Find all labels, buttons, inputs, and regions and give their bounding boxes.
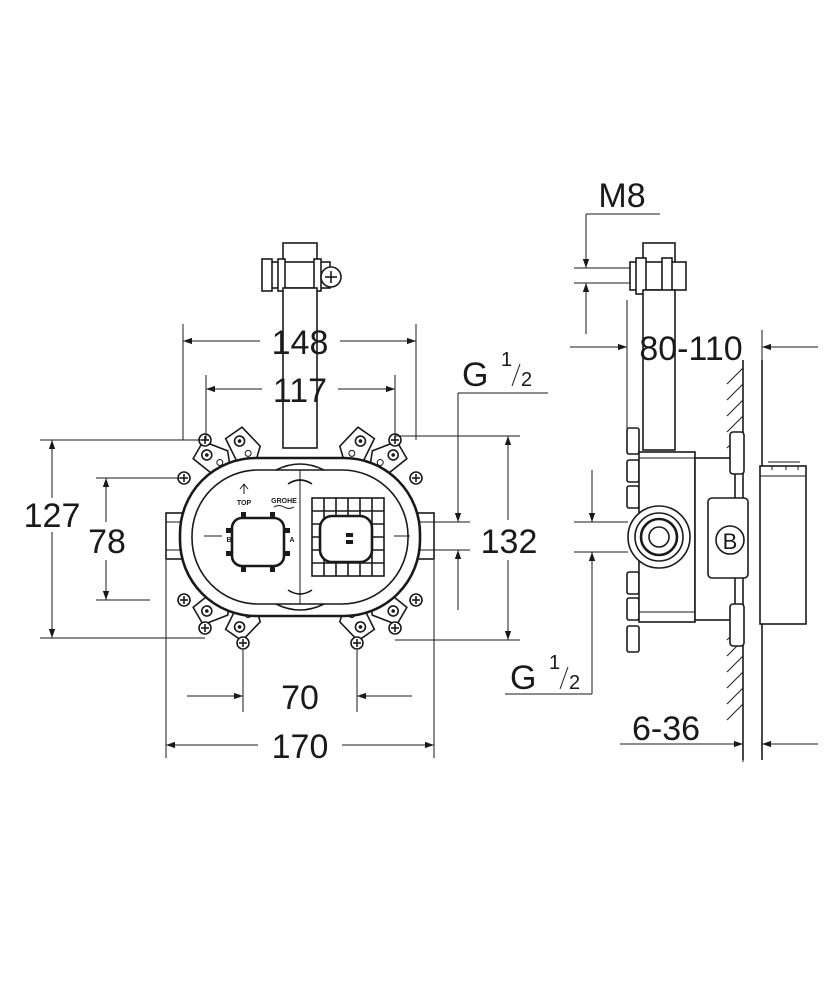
dim-170: 170 <box>272 728 329 766</box>
side-view: B <box>505 177 818 762</box>
side-dimensions <box>505 213 818 762</box>
dim-127: 127 <box>24 497 81 535</box>
dim-70: 70 <box>281 679 319 717</box>
dim-117: 117 <box>273 372 327 410</box>
dim-78: 78 <box>88 523 126 561</box>
port-b-side-label: B <box>723 529 738 554</box>
side-outlet <box>627 505 691 569</box>
front-dimension-labels: 148 117 127 78 132 70 170 G 1 2 <box>24 324 538 766</box>
protection-grid <box>311 497 385 577</box>
svg-text:2: 2 <box>569 672 580 694</box>
dim-m8: M8 <box>598 177 645 215</box>
thread-label-front: G 1 2 <box>462 349 532 394</box>
top-marker-label: TOP <box>237 500 252 507</box>
svg-text:G: G <box>462 356 488 394</box>
brand-label: GROHE <box>271 498 297 505</box>
thread-label-side: G 1 2 <box>510 652 580 697</box>
svg-text:2: 2 <box>521 369 532 391</box>
front-dimensions <box>40 324 548 758</box>
port-a-label: A <box>289 537 294 544</box>
valve-body: TOP GROHE B A <box>178 456 422 618</box>
side-dimension-labels: M8 80-110 6-36 G 1 2 <box>510 177 743 748</box>
svg-text:G: G <box>510 659 536 697</box>
front-view: TOP GROHE B A <box>24 242 548 766</box>
svg-text:1: 1 <box>549 652 560 674</box>
dim-148: 148 <box>272 324 329 362</box>
port-b-label: B <box>226 537 231 544</box>
dim-80-110: 80-110 <box>639 330 742 368</box>
top-inlet <box>261 242 342 449</box>
center-lines <box>204 470 410 537</box>
plate-lugs <box>626 427 640 653</box>
dim-6-36: 6-36 <box>632 710 700 748</box>
svg-text:1: 1 <box>501 349 512 371</box>
top-bracket-side <box>574 242 687 451</box>
dim-132: 132 <box>481 523 538 561</box>
